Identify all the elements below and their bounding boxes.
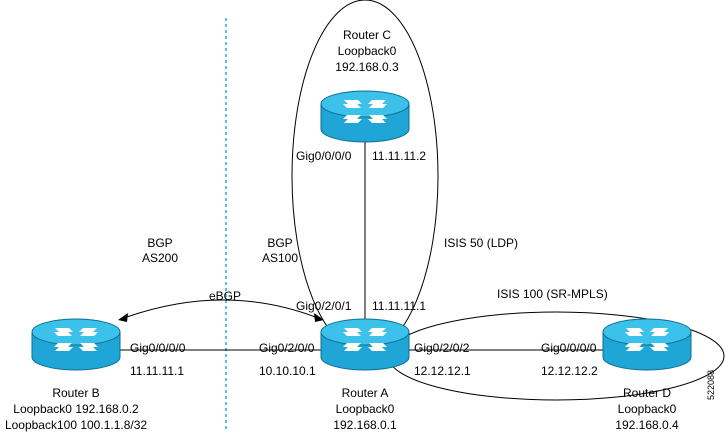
arrowhead-icon: [118, 313, 128, 322]
router-b-interface-ip: 11.11.11.1: [130, 364, 184, 378]
isis50-label: ISIS 50 (LDP): [444, 236, 518, 250]
router-a-ip-to-b: 10.10.10.1: [259, 364, 316, 378]
router-a-name: Router A: [342, 386, 389, 400]
figure-id: 522088: [706, 370, 716, 400]
arrowhead-icon: [314, 313, 324, 322]
bgp-as100-line1: BGP: [267, 236, 292, 250]
router-d-interface-ip: 12.12.12.2: [541, 364, 598, 378]
router-a-interface-to-c: Gig0/2/0/1: [296, 299, 352, 313]
ebgp-session-arrow: [123, 299, 319, 319]
router-a-loopback-label: Loopback0: [336, 402, 395, 416]
router-d-name: Router D: [623, 386, 671, 400]
router-c-loopback-ip: 192.168.0.3: [335, 60, 399, 74]
router-b-loopback0: Loopback0 192.168.0.2: [13, 402, 139, 416]
router-a-interface-to-b: Gig0/2/0/0: [259, 341, 315, 355]
router-c-loopback-label: Loopback0: [338, 44, 397, 58]
bgp-as200-line1: BGP: [147, 236, 172, 250]
router-c-name: Router C: [343, 28, 391, 42]
router-a-interface-to-d: Gig0/2/0/2: [414, 341, 470, 355]
router-d-loopback-ip: 192.168.0.4: [615, 418, 679, 432]
router-b-name: Router B: [52, 386, 99, 400]
router-icon: [320, 318, 410, 371]
router-icon: [602, 318, 692, 371]
ebgp-label: eBGP: [209, 289, 241, 303]
router-b-interface: Gig0/0/0/0: [130, 341, 186, 355]
isis100-label: ISIS 100 (SR-MPLS): [497, 287, 608, 301]
router-a-ip-to-c: 11.11.11.1: [372, 299, 426, 313]
router-d-loopback-label: Loopback0: [618, 402, 677, 416]
router-icon: [31, 318, 121, 371]
router-a-loopback-ip: 192.168.0.1: [333, 418, 397, 432]
bgp-as200-line2: AS200: [142, 251, 178, 265]
router-c-interface: Gig0/0/0/0: [296, 149, 352, 163]
router-b-loopback100: Loopback100 100.1.1.8/32: [5, 418, 147, 432]
router-d-interface: Gig0/0/0/0: [541, 341, 597, 355]
router-icon: [320, 90, 410, 143]
bgp-as100-line2: AS100: [262, 251, 298, 265]
router-a-ip-to-d: 12.12.12.1: [414, 364, 471, 378]
router-c-interface-ip: 11.11.11.2: [372, 149, 426, 163]
